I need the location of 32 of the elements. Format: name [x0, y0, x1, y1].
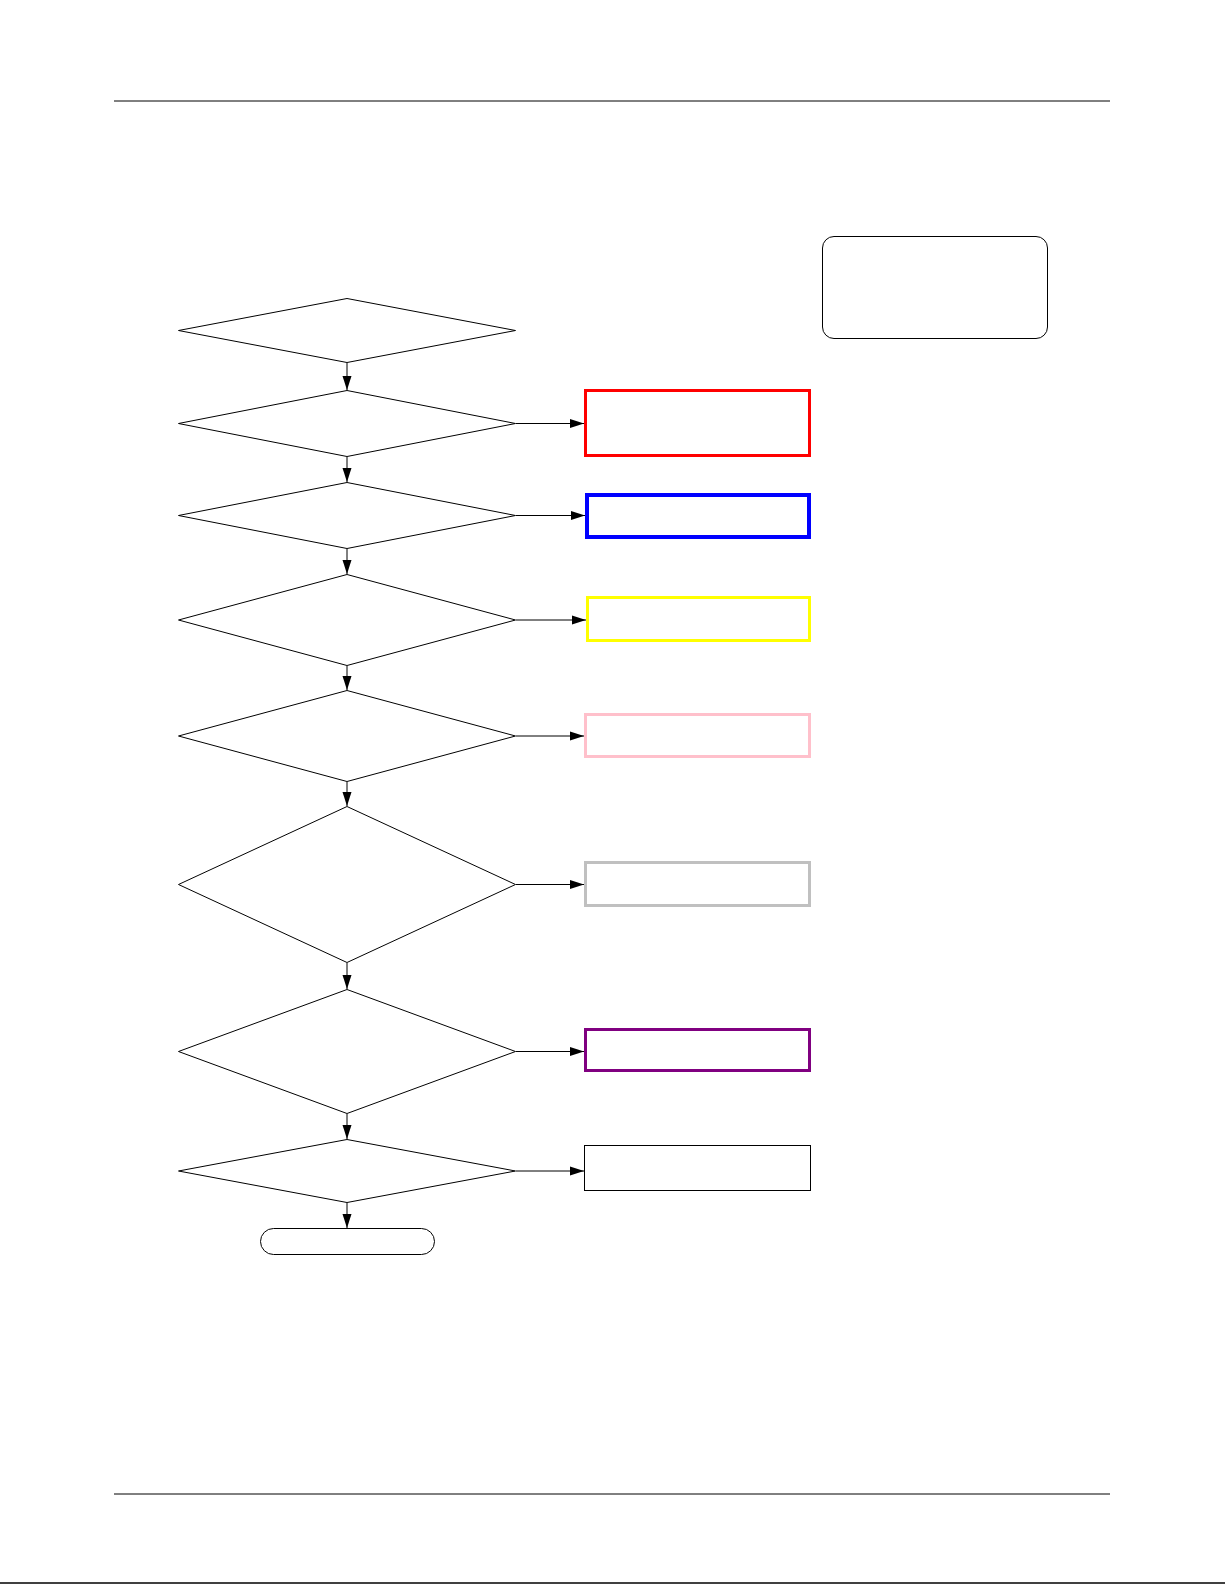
arrow: [515, 615, 587, 625]
arrow: [342, 456, 352, 483]
decision-diamond: [178, 298, 516, 363]
arrow: [515, 731, 585, 741]
arrow: [342, 362, 352, 391]
process-box: [584, 861, 811, 907]
process-box: [584, 389, 811, 457]
process-box: [584, 1028, 811, 1072]
process-box: [585, 493, 811, 539]
arrow: [515, 1047, 585, 1056]
decision-diamond: [178, 390, 516, 457]
decision-diamond: [178, 989, 516, 1114]
arrow: [342, 1202, 352, 1229]
arrow: [515, 1166, 585, 1176]
process-box: [584, 1145, 811, 1191]
arrow: [515, 511, 586, 520]
decision-diamond: [178, 690, 516, 782]
arrow: [342, 781, 352, 807]
arrow: [515, 880, 585, 889]
arrow: [342, 1113, 352, 1140]
arrow: [342, 665, 352, 691]
process-box: [584, 713, 811, 758]
arrow: [342, 548, 352, 575]
decision-diamond: [178, 574, 516, 666]
decision-diamond: [178, 1139, 516, 1203]
decision-diamond: [178, 806, 516, 963]
arrow: [515, 419, 585, 428]
terminator-shape: [260, 1228, 435, 1255]
decision-diamond: [178, 482, 516, 549]
arrow: [342, 962, 352, 990]
process-box: [822, 236, 1048, 339]
process-box: [586, 596, 811, 642]
